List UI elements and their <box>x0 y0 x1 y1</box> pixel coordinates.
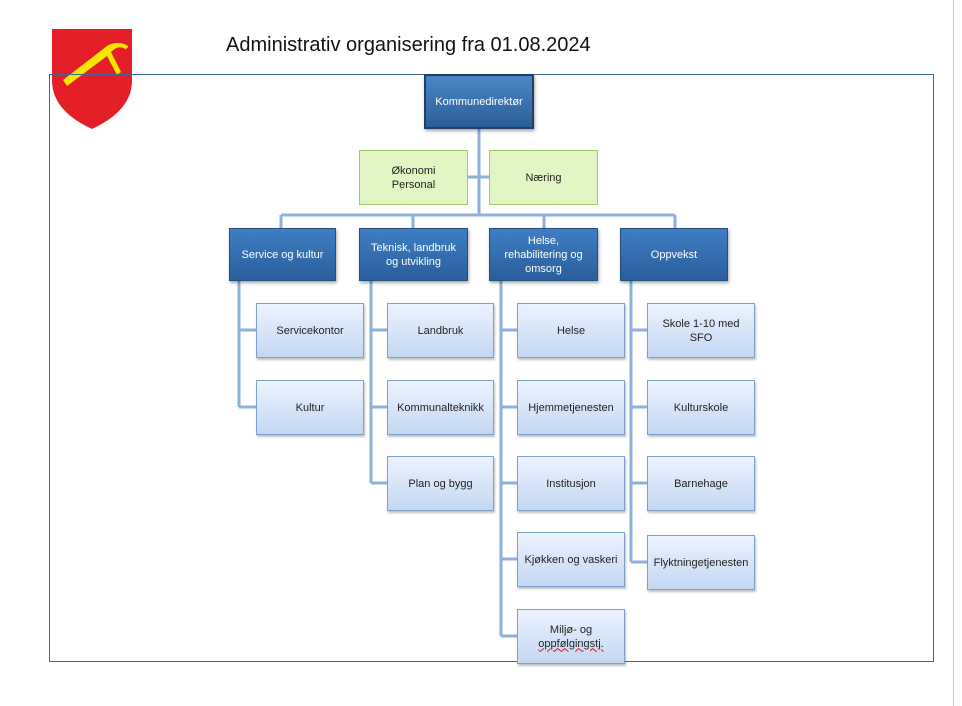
page-edge <box>953 0 954 706</box>
unit-box-barnehage: Barnehage <box>647 456 755 511</box>
unit-box-flyktningetjenesten: Flyktningetjenesten <box>647 535 755 590</box>
unit-label: Flyktningetjenesten <box>653 556 749 569</box>
unit-box-kommunalteknikk: Kommunalteknikk <box>387 380 494 435</box>
org-box-kommunedirektor: Kommunedirektør <box>424 74 534 129</box>
unit-label: Kommunalteknikk <box>397 401 484 414</box>
unit-box-plan-og-bygg: Plan og bygg <box>387 456 494 511</box>
org-box-label: Kommunedirektør <box>435 95 523 108</box>
unit-label: Kjøkken og vaskeri <box>524 553 618 566</box>
unit-box-institusjon: Institusjon <box>517 456 625 511</box>
department-box-helse: Helse, rehabilitering og omsorg <box>489 228 598 281</box>
unit-box-kjokken-og-vaskeri: Kjøkken og vaskeri <box>517 532 625 587</box>
unit-box-servicekontor: Servicekontor <box>256 303 364 358</box>
unit-box-helse: Helse <box>517 303 625 358</box>
department-label: Helse, rehabilitering og omsorg <box>504 234 583 275</box>
department-label: Teknisk, landbruk og utvikling <box>371 241 456 268</box>
staff-label-line1: Økonomi <box>391 164 436 177</box>
unit-label: Hjemmetjenesten <box>528 401 614 414</box>
department-label: Oppvekst <box>650 248 698 261</box>
unit-label: Kultur <box>295 401 325 414</box>
unit-box-kultur: Kultur <box>256 380 364 435</box>
unit-box-hjemmetjenesten: Hjemmetjenesten <box>517 380 625 435</box>
unit-label: Landbruk <box>417 324 464 337</box>
unit-label: Servicekontor <box>276 324 344 337</box>
unit-box-landbruk: Landbruk <box>387 303 494 358</box>
unit-label: Kulturskole <box>673 401 729 414</box>
staff-label-line2: Personal <box>391 178 436 191</box>
unit-label: Institusjon <box>546 477 596 490</box>
page-title: Administrativ organisering fra 01.08.202… <box>226 34 591 56</box>
unit-label-line1: Miljø- og <box>549 623 593 636</box>
staff-label: Næring <box>525 171 562 184</box>
department-label: Service og kultur <box>241 248 324 261</box>
department-box-service-og-kultur: Service og kultur <box>229 228 336 281</box>
unit-label-line2: oppfølgingstj. <box>538 637 604 650</box>
department-box-teknisk: Teknisk, landbruk og utvikling <box>359 228 468 281</box>
department-box-oppvekst: Oppvekst <box>620 228 728 281</box>
unit-label: Barnehage <box>674 477 728 490</box>
unit-box-kulturskole: Kulturskole <box>647 380 755 435</box>
unit-label: Plan og bygg <box>408 477 473 490</box>
staff-box-okonomi-personal: Økonomi Personal <box>359 150 468 205</box>
unit-label: Helse <box>556 324 586 337</box>
unit-label: Skole 1-10 med SFO <box>662 317 740 344</box>
staff-box-naering: Næring <box>489 150 598 205</box>
unit-box-skole: Skole 1-10 med SFO <box>647 303 755 358</box>
coat-of-arms-icon <box>52 29 132 129</box>
unit-box-miljo-og-oppfolging: Miljø- og oppfølgingstj. <box>517 609 625 664</box>
